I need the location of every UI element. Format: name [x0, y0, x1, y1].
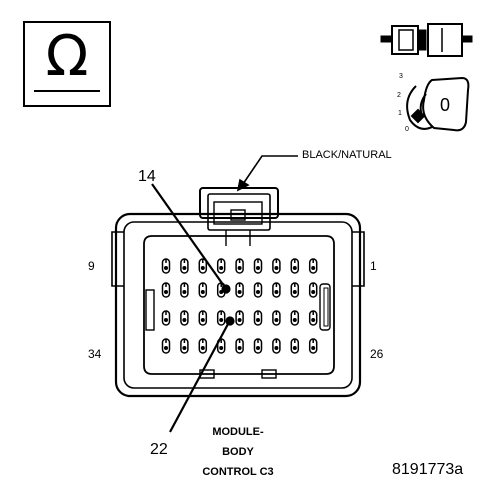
terminal-cavity [253, 258, 263, 274]
terminal-cavity [216, 310, 226, 326]
pin-label-26: 26 [370, 347, 384, 361]
terminal-cavity [161, 338, 171, 354]
connector-plug-icon [380, 23, 473, 57]
terminal-cavity [253, 310, 263, 326]
terminal-cavity [216, 258, 226, 274]
caption-line-1: MODULE- [212, 426, 264, 438]
ignition-position-1: 1 [398, 110, 402, 117]
terminal-cavity [308, 310, 318, 326]
terminal-cavity [198, 282, 208, 298]
terminal-cavity [161, 282, 171, 298]
callout-leaders [151, 183, 235, 433]
terminal-cavities [161, 258, 318, 354]
terminal-cavity [161, 310, 171, 326]
terminal-cavity [308, 282, 318, 298]
terminal-cavity [235, 310, 244, 326]
terminal-cavity [180, 338, 189, 354]
terminal-cavity [180, 282, 189, 298]
terminal-cavity [235, 258, 244, 274]
ohm-underline [34, 90, 100, 92]
ignition-key-label: 0 [440, 95, 451, 115]
terminal-cavity [235, 338, 244, 354]
terminal-cavity [161, 258, 171, 274]
terminal-cavity [216, 338, 226, 354]
terminal-cavity [198, 338, 208, 354]
color-leader-arrow [236, 155, 298, 192]
connector-body [111, 187, 365, 398]
ohm-symbol: Ω [45, 24, 89, 89]
terminal-cavity [290, 258, 300, 274]
terminal-cavity [290, 310, 300, 326]
terminal-cavity [198, 310, 208, 326]
connector-caption: MODULE- BODY CONTROL C3 [188, 426, 288, 478]
terminal-cavity [272, 258, 281, 274]
caption-line-3: CONTROL C3 [202, 466, 274, 478]
ignition-position-3: 3 [399, 73, 403, 80]
terminal-cavity [290, 282, 300, 298]
callout-pin-14: 14 [138, 168, 156, 185]
pin-label-9: 9 [88, 259, 95, 273]
terminal-cavity [253, 338, 263, 354]
pin-label-34: 34 [88, 347, 102, 361]
terminal-cavity [308, 338, 318, 354]
figure-id: 8191773a [392, 461, 464, 478]
terminal-cavity [272, 310, 281, 326]
terminal-cavity [235, 282, 244, 298]
terminal-cavity [272, 282, 281, 298]
callout-pin-22: 22 [150, 441, 168, 458]
terminal-cavity [198, 258, 208, 274]
terminal-cavity [272, 338, 281, 354]
terminal-cavity [308, 258, 318, 274]
terminal-cavity [180, 310, 189, 326]
terminal-cavity [253, 282, 263, 298]
ohm-meter-icon [23, 21, 111, 107]
ignition-switch-icon [406, 76, 470, 132]
ignition-position-0: 0 [405, 126, 409, 133]
caption-line-2: BODY [222, 446, 254, 458]
terminal-cavity [290, 338, 300, 354]
terminal-cavity [180, 258, 189, 274]
ignition-position-2: 2 [397, 92, 401, 99]
pin-label-1: 1 [370, 259, 377, 273]
connector-color-label: BLACK/NATURAL [302, 149, 392, 161]
